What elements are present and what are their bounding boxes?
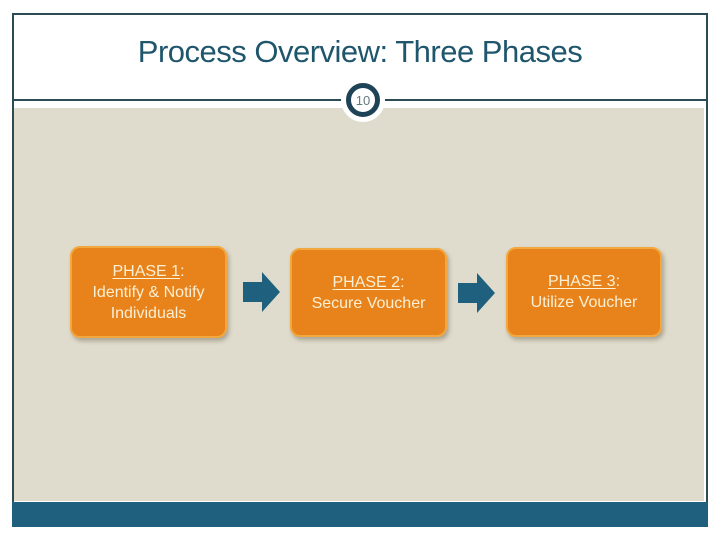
phase-3-heading-text: PHASE 3 xyxy=(547,273,616,290)
phase-2-box: PHASE 2: Secure Voucher xyxy=(290,248,447,337)
phase-3-heading-colon: : xyxy=(615,273,621,290)
page-number-ring: 10 xyxy=(346,83,380,117)
phase-1-body: Identify & Notify Individuals xyxy=(92,283,205,322)
phase-2-body: Secure Voucher xyxy=(311,294,426,312)
footer-bar xyxy=(12,502,708,527)
phase-3-body: Utilize Voucher xyxy=(530,294,638,311)
phase-2-heading: PHASE 2: xyxy=(332,272,404,293)
arrow-right-icon xyxy=(458,273,495,313)
phase-2-heading-text: PHASE 2 xyxy=(332,273,401,291)
phase-3-heading: PHASE 3: xyxy=(548,271,620,292)
page-number-badge: 10 xyxy=(341,78,385,122)
phase-1-box: PHASE 1: Identify & Notify Individuals xyxy=(70,246,227,338)
arrow-right-icon xyxy=(243,272,280,312)
phase-1-heading: PHASE 1: xyxy=(112,261,184,282)
phase-1-heading-text: PHASE 1 xyxy=(112,262,181,280)
slide-title: Process Overview: Three Phases xyxy=(137,34,583,69)
phase-1-heading-colon: : xyxy=(180,262,185,280)
phase-3-box: PHASE 3: Utilize Voucher xyxy=(506,247,662,337)
page-number: 10 xyxy=(355,92,371,108)
phase-2-heading-colon: : xyxy=(400,273,405,291)
